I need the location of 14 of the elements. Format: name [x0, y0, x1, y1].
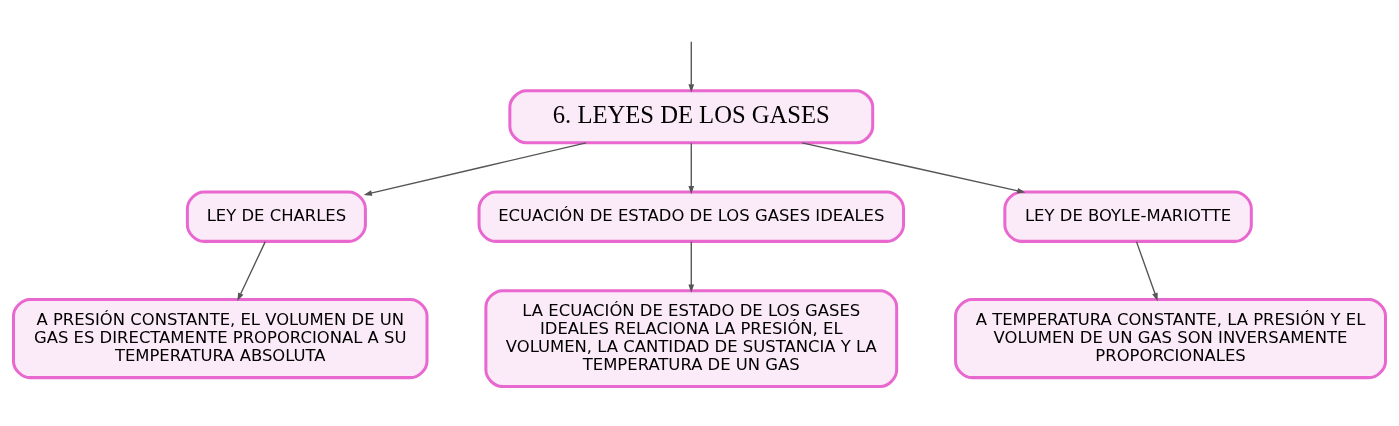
arrow	[237, 240, 266, 301]
arrow	[688, 142, 695, 194]
arrow	[1135, 240, 1158, 301]
arrow	[801, 141, 1026, 194]
node-box: LEY DE CHARLES	[185, 190, 367, 243]
node-box: 6. LEYES DE LOS GASES	[508, 88, 875, 144]
arrow	[363, 141, 587, 196]
node-box: LEY DE BOYLE-MARIOTTE	[1003, 190, 1253, 243]
arrow	[688, 40, 695, 93]
node-box: LA ECUACIÓN DE ESTADO DE LOS GASES IDEALES RELACIONA LA PRESIÓN, EL VOLUMEN, LA CANTIDAD DE SUSTANCIA Y LA TEMPERATURA DE UN GAS	[484, 288, 899, 388]
node-box: A PRESIÓN CONSTANTE, EL VOLUMEN DE UN GAS ES DIRECTAMENTE PROPORCIONAL A SU TEMPERATURA ABSOLUTA	[12, 297, 429, 379]
arrow	[688, 240, 695, 293]
node-box: A TEMPERATURA CONSTANTE, LA PRESIÓN Y EL VOLUMEN DE UN GAS SON INVERSAMENTE PROPORCIONALES	[954, 297, 1387, 379]
node-box: ECUACIÓN DE ESTADO DE LOS GASES IDEALES	[477, 190, 906, 243]
